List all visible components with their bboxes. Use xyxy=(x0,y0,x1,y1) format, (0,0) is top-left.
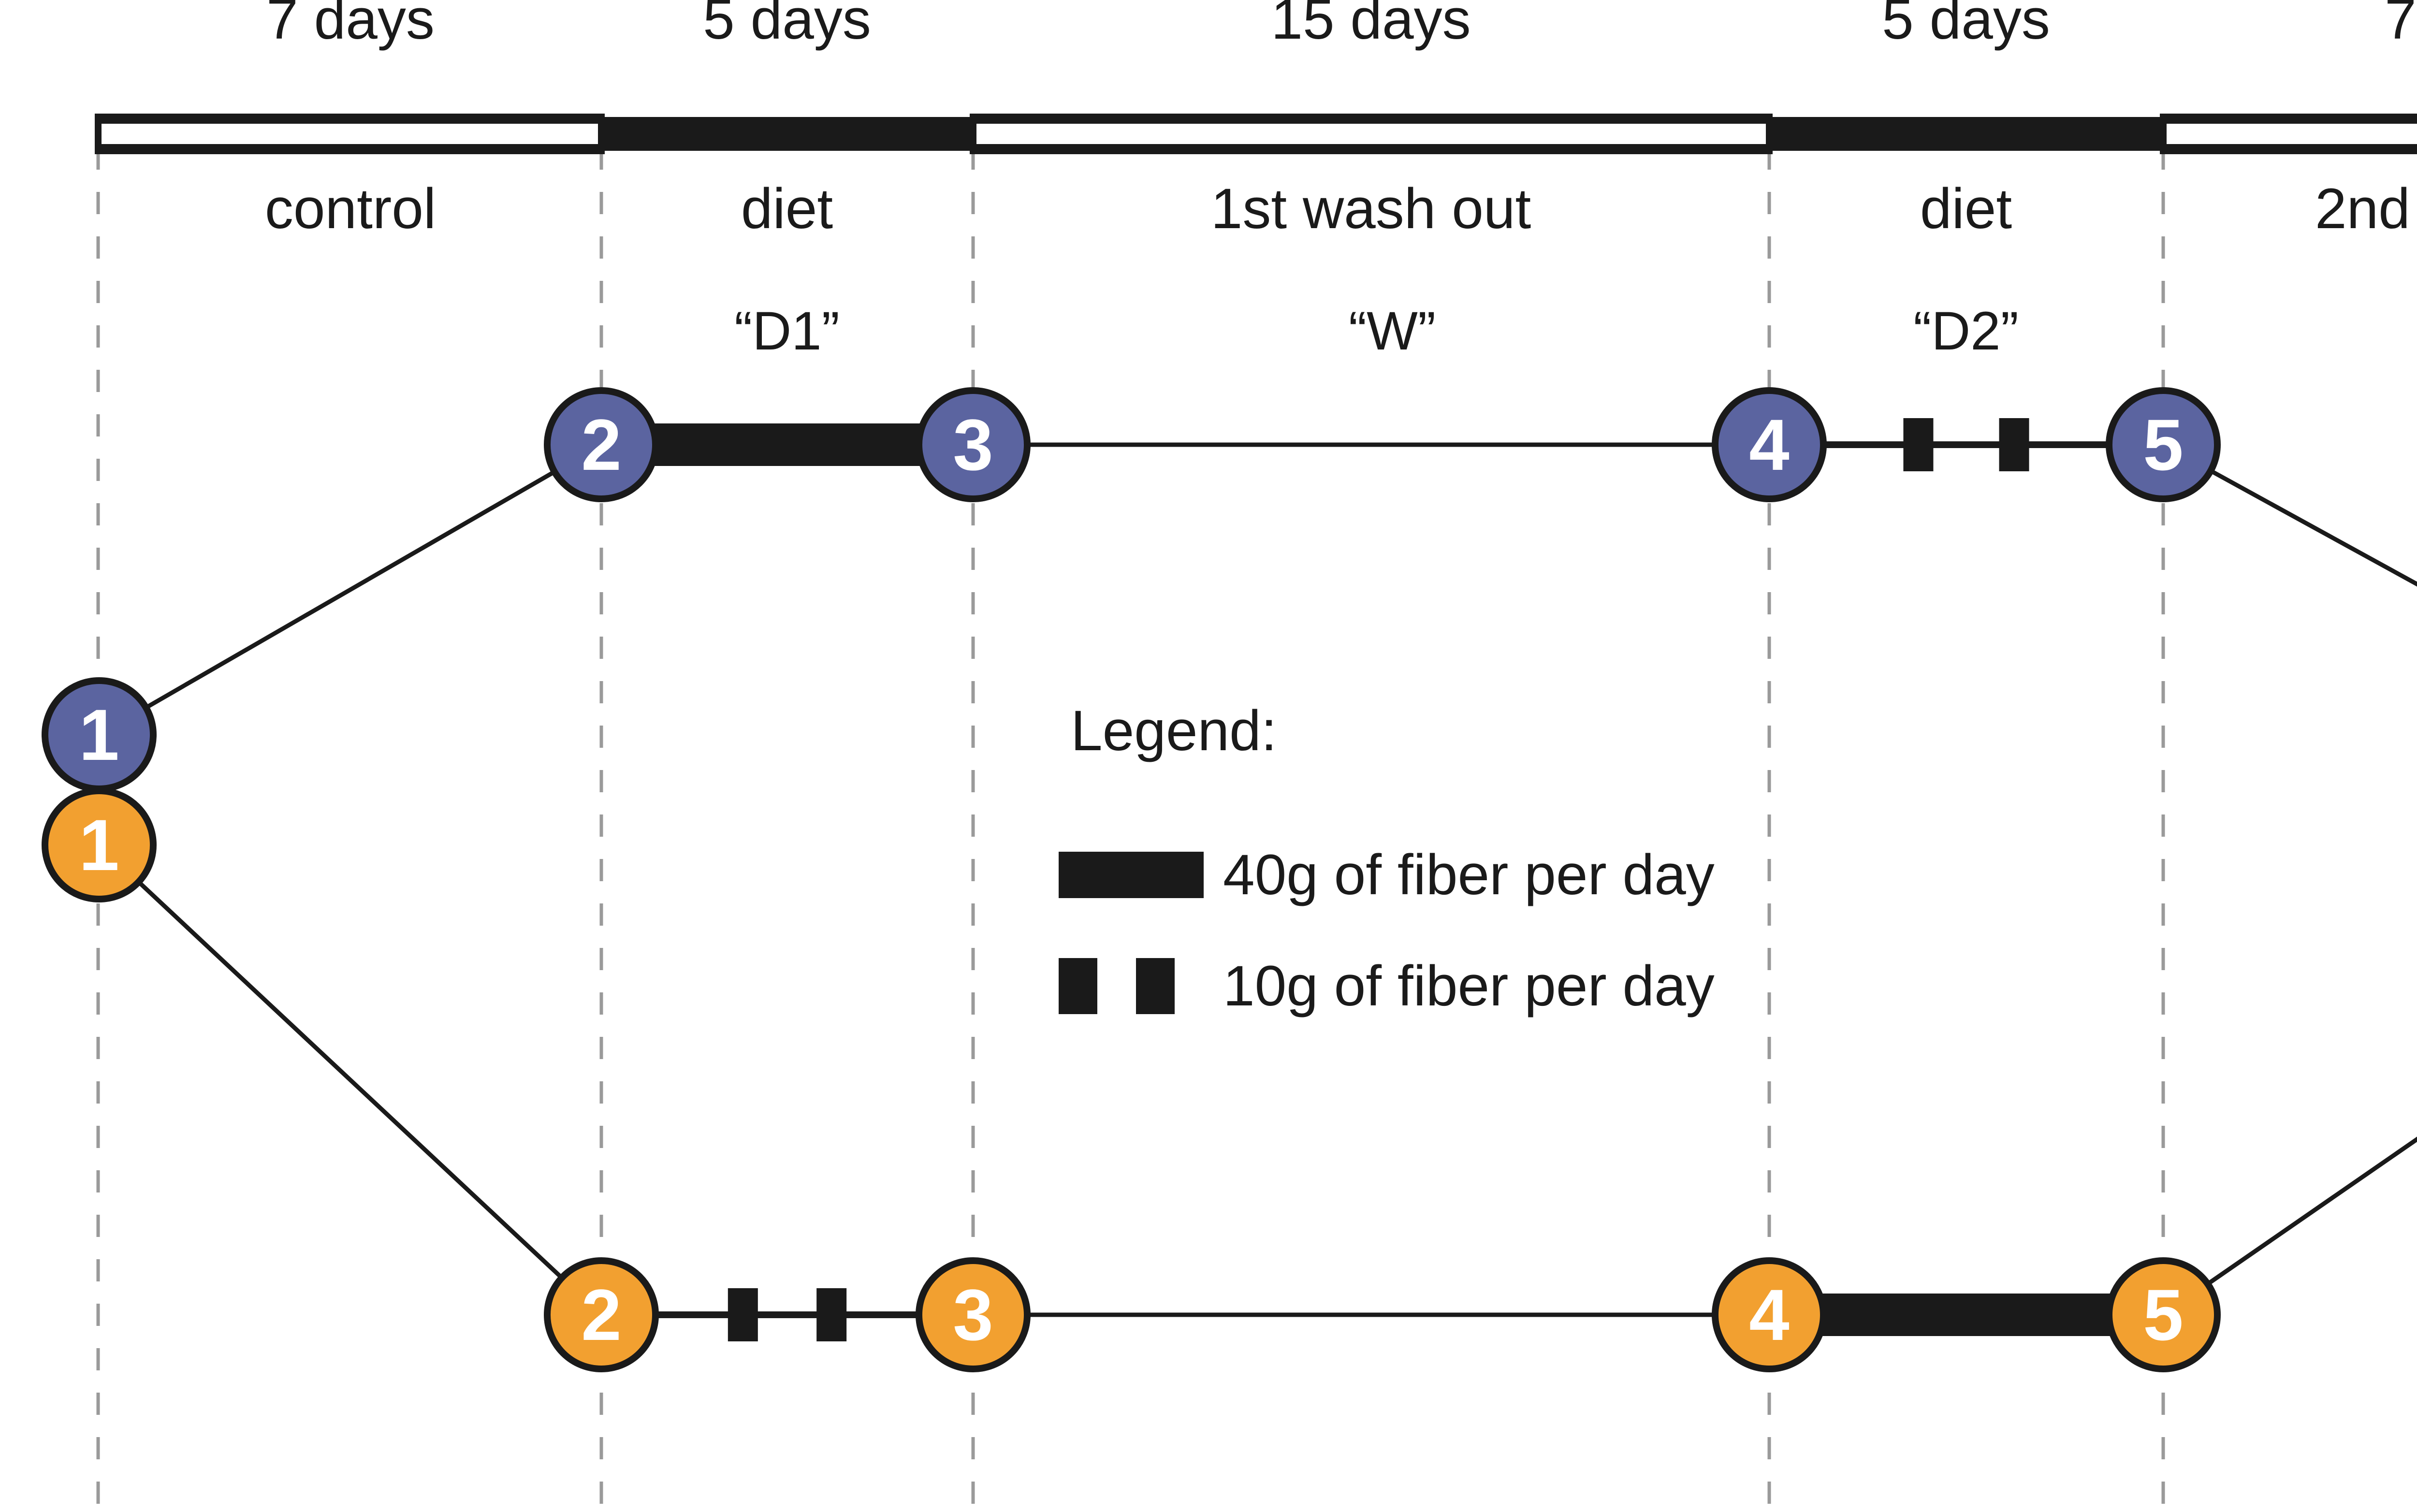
node-label-blue-3: 3 xyxy=(953,404,993,485)
duration-label-1: 7 days xyxy=(266,0,435,51)
node-label-orange-1: 1 xyxy=(79,804,119,886)
node-label-orange-5: 5 xyxy=(2143,1274,2183,1355)
node-orange-5[interactable] xyxy=(2106,1257,2221,1372)
link-blue-2-to-blue-3 xyxy=(649,423,926,466)
legend-swatch-10g-a xyxy=(1059,958,1097,1014)
timeline-bar-border xyxy=(95,117,2417,151)
duration-label-2: 5 days xyxy=(703,0,871,51)
link-blue-4-to-blue-5 xyxy=(1817,418,2116,471)
node-label-orange-2: 2 xyxy=(581,1274,621,1355)
legend-label-1: 40g of fiber per day xyxy=(1223,843,1715,907)
phase-label-3: 1st wash out xyxy=(1210,177,1531,241)
node-orange-1[interactable] xyxy=(42,787,157,902)
phase-label-4: diet xyxy=(1920,177,2012,241)
legend-swatch-10g-b xyxy=(1136,958,1175,1014)
link-orange-5-to-orange-6 xyxy=(2206,1136,2417,1286)
code-label-2: “W” xyxy=(1348,301,1436,361)
node-blue-3[interactable] xyxy=(916,387,1031,502)
node-label-orange-3: 3 xyxy=(953,1274,993,1355)
duration-label-3: 15 days xyxy=(1271,0,1471,51)
node-blue-4[interactable] xyxy=(1712,387,1827,502)
legend-title: Legend: xyxy=(1071,699,1277,763)
phase-label-1: control xyxy=(264,177,437,241)
node-orange-3[interactable] xyxy=(916,1257,1031,1372)
node-orange-2[interactable] xyxy=(544,1257,659,1372)
link-orange-1-to-orange-2 xyxy=(137,880,564,1279)
duration-label-5: 7 days xyxy=(2385,0,2417,51)
node-label-blue-1: 1 xyxy=(79,694,119,775)
node-blue-2[interactable] xyxy=(544,387,659,502)
node-label-orange-4: 4 xyxy=(1749,1274,1789,1355)
code-label-3: “D2” xyxy=(1913,301,2019,361)
phase-label-5: 2nd wash out xyxy=(2315,177,2410,241)
link-blue-1-to-blue-2 xyxy=(145,470,556,710)
legend-label-2: 10g of fiber per day xyxy=(1223,954,1715,1018)
node-orange-4[interactable] xyxy=(1712,1257,1827,1372)
link-orange-2-to-orange-3 xyxy=(649,1288,926,1341)
node-label-blue-2: 2 xyxy=(581,404,621,485)
node-label-blue-5: 5 xyxy=(2143,404,2183,485)
code-label-1: “D1” xyxy=(734,301,840,361)
node-label-blue-4: 4 xyxy=(1749,404,1789,485)
link-orange-4-to-orange-5 xyxy=(1817,1294,2116,1336)
duration-label-4: 5 days xyxy=(1882,0,2050,51)
node-blue-5[interactable] xyxy=(2106,387,2221,502)
link-blue-5-to-blue-6 xyxy=(2209,468,2417,587)
phase-label-2: diet xyxy=(741,177,833,241)
legend-swatch-40g xyxy=(1059,852,1204,898)
